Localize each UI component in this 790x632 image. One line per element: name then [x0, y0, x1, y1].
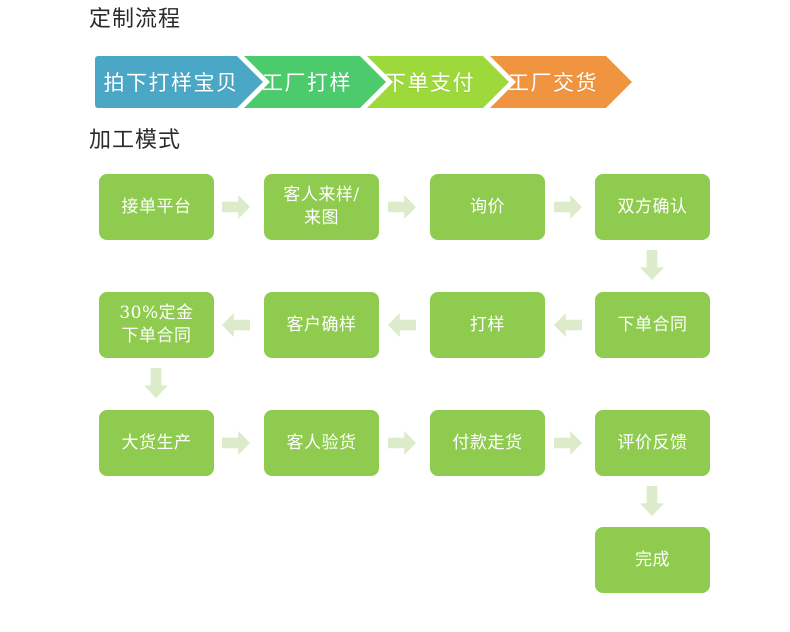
flow-box-r3c4-label: 评价反馈 [617, 432, 688, 453]
chevron-step-3[interactable]: 下单支付 [367, 56, 509, 108]
flow-box-r1c4[interactable]: 双方确认 [595, 174, 710, 240]
arrow-right-icon-r1a2 [388, 195, 416, 219]
arrow-left-icon-r2a3 [554, 313, 582, 337]
flow-box-r3c4[interactable]: 评价反馈 [595, 410, 710, 476]
arrow-right-icon-r3a3 [554, 431, 582, 455]
section-title-process-mode: 加工模式 [89, 128, 182, 153]
flow-box-r2c3-label: 打样 [470, 314, 505, 335]
flow-box-r2c4-label: 下单合同 [617, 314, 688, 335]
arrow-left-icon-r2a1 [222, 313, 250, 337]
flow-box-r3c1[interactable]: 大货生产 [99, 410, 214, 476]
flow-box-r1c3[interactable]: 询价 [430, 174, 545, 240]
flow-box-r1c2-label: 客人来样/ 来图 [283, 185, 360, 228]
flow-box-r2c3[interactable]: 打样 [430, 292, 545, 358]
flow-box-r3c3[interactable]: 付款走货 [430, 410, 545, 476]
chevron-step-1-label: 拍下打样宝贝 [103, 71, 239, 95]
section-title-custom-flow: 定制流程 [89, 7, 182, 32]
arrow-right-icon-r1a3 [554, 195, 582, 219]
arrow-down-icon-r1c4-to-r2c4 [640, 250, 664, 280]
flow-box-r2c1-label: 30%定金 下单合同 [119, 303, 194, 346]
flow-box-r2c1[interactable]: 30%定金 下单合同 [99, 292, 214, 358]
arrow-right-icon-r3a1 [222, 431, 250, 455]
flow-box-r3c1-label: 大货生产 [121, 432, 192, 453]
arrow-left-icon-r2a2 [388, 313, 416, 337]
chevron-step-2-label: 工厂打样 [262, 71, 352, 95]
flow-box-r3c3-label: 付款走货 [452, 432, 523, 453]
chevron-step-4[interactable]: 工厂交货 [490, 56, 632, 108]
flow-box-r1c4-label: 双方确认 [617, 196, 688, 217]
flow-box-r2c2-label: 客户确样 [286, 314, 357, 335]
flow-box-r1c1-label: 接单平台 [121, 196, 192, 217]
arrow-right-icon-r1a1 [222, 195, 250, 219]
flow-box-r2c2[interactable]: 客户确样 [264, 292, 379, 358]
arrow-down-icon-r2c1-to-r3c1 [144, 368, 168, 398]
flow-box-final[interactable]: 完成 [595, 527, 710, 593]
flow-box-r2c4[interactable]: 下单合同 [595, 292, 710, 358]
chevron-step-2[interactable]: 工厂打样 [244, 56, 386, 108]
flow-box-r3c2-label: 客人验货 [286, 432, 357, 453]
chevron-step-1[interactable]: 拍下打样宝贝 [95, 56, 263, 108]
flow-box-r1c3-label: 询价 [470, 196, 505, 217]
flow-box-r1c2[interactable]: 客人来样/ 来图 [264, 174, 379, 240]
flow-box-r3c2[interactable]: 客人验货 [264, 410, 379, 476]
flow-box-final-label: 完成 [635, 549, 670, 570]
chevron-step-3-label: 下单支付 [385, 71, 475, 95]
chevron-banner: 拍下打样宝贝 工厂打样 下单支付 工厂交货 [95, 56, 632, 108]
arrow-down-icon-r3c4-to-final [640, 486, 664, 516]
arrow-right-icon-r3a2 [388, 431, 416, 455]
flow-box-r1c1[interactable]: 接单平台 [99, 174, 214, 240]
chevron-step-4-label: 工厂交货 [508, 71, 598, 95]
